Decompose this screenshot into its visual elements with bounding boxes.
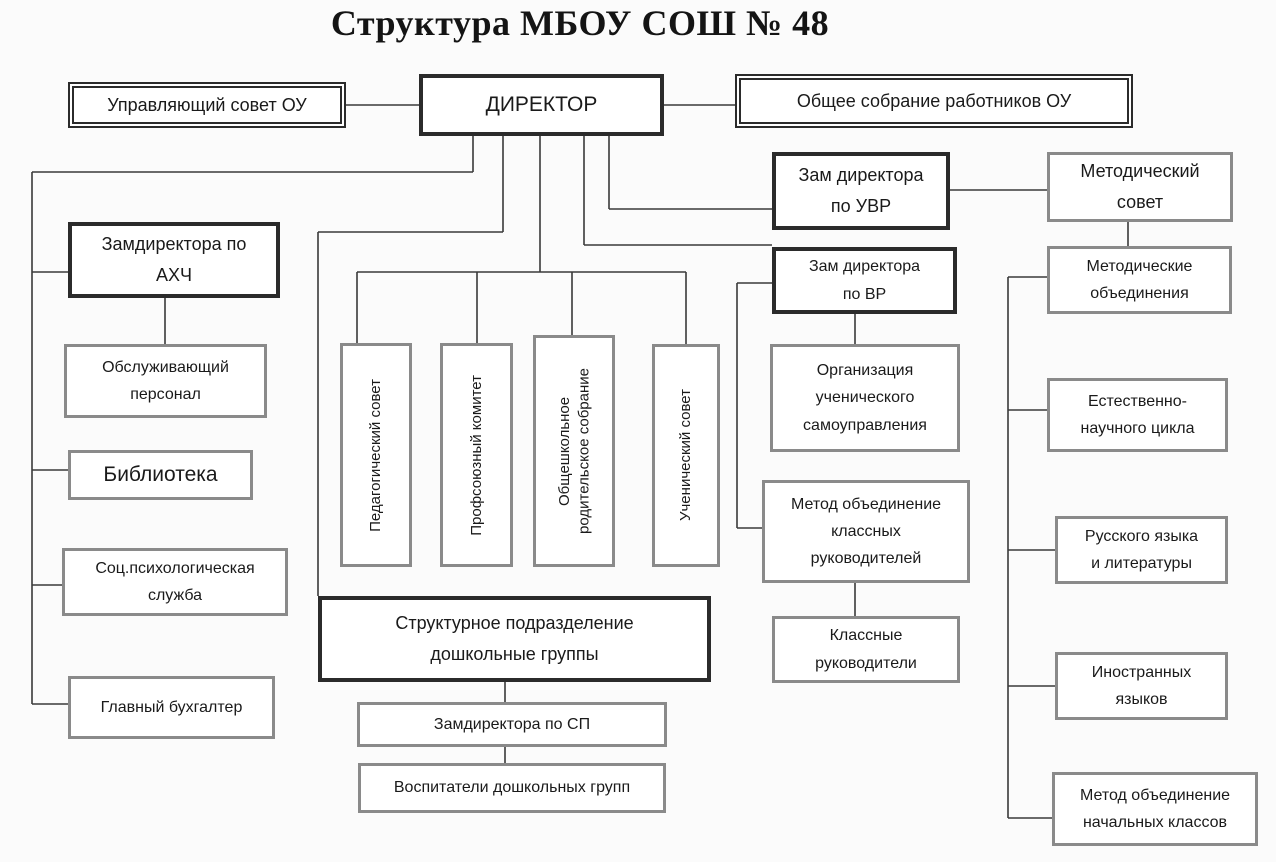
student-selfgov-box: Организация ученического самоуправления <box>770 344 960 452</box>
director-box: ДИРЕКТОР <box>419 74 664 136</box>
methodical-council-box: Методический совет <box>1047 152 1233 222</box>
student-council-box: Ученический совет <box>652 344 720 567</box>
parent-meeting-box: Общешкольное родительское собрание <box>533 335 615 567</box>
deputy-ahch-box: Замдиректора по АХЧ <box>68 222 280 298</box>
primary-classes-box: Метод объединение начальных классов <box>1052 772 1258 846</box>
class-teachers-box: Классные руководители <box>772 616 960 683</box>
page-title: Структура МБОУ СОШ № 48 <box>330 3 830 43</box>
trade-union-box: Профсоюзный комитет <box>440 343 513 567</box>
governing-council-box: Управляющий совет ОУ <box>68 82 346 128</box>
library-box: Библиотека <box>68 450 253 500</box>
structural-division-box: Структурное подразделение дошкольные гру… <box>318 596 711 682</box>
socpsych-service-box: Соц.психологическая служба <box>62 548 288 616</box>
deputy-uvr-box: Зам директора по УВР <box>772 152 950 230</box>
russian-literature-box: Русского языка и литературы <box>1055 516 1228 584</box>
preschool-educators-box: Воспитатели дошкольных групп <box>358 763 666 813</box>
deputy-vr-box: Зам директора по ВР <box>772 247 957 314</box>
pedagogical-council-box: Педагогический совет <box>340 343 412 567</box>
general-assembly-box: Общее собрание работников ОУ <box>735 74 1133 128</box>
deputy-sp-box: Замдиректора по СП <box>357 702 667 747</box>
class-teachers-assoc-box: Метод объединение классных руководителей <box>762 480 970 583</box>
service-staff-box: Обслуживающий персонал <box>64 344 267 418</box>
foreign-languages-box: Иностранных языков <box>1055 652 1228 720</box>
methodical-associations-box: Методические объединения <box>1047 246 1232 314</box>
natural-science-box: Естественно- научного цикла <box>1047 378 1228 452</box>
chief-accountant-box: Главный бухгалтер <box>68 676 275 739</box>
